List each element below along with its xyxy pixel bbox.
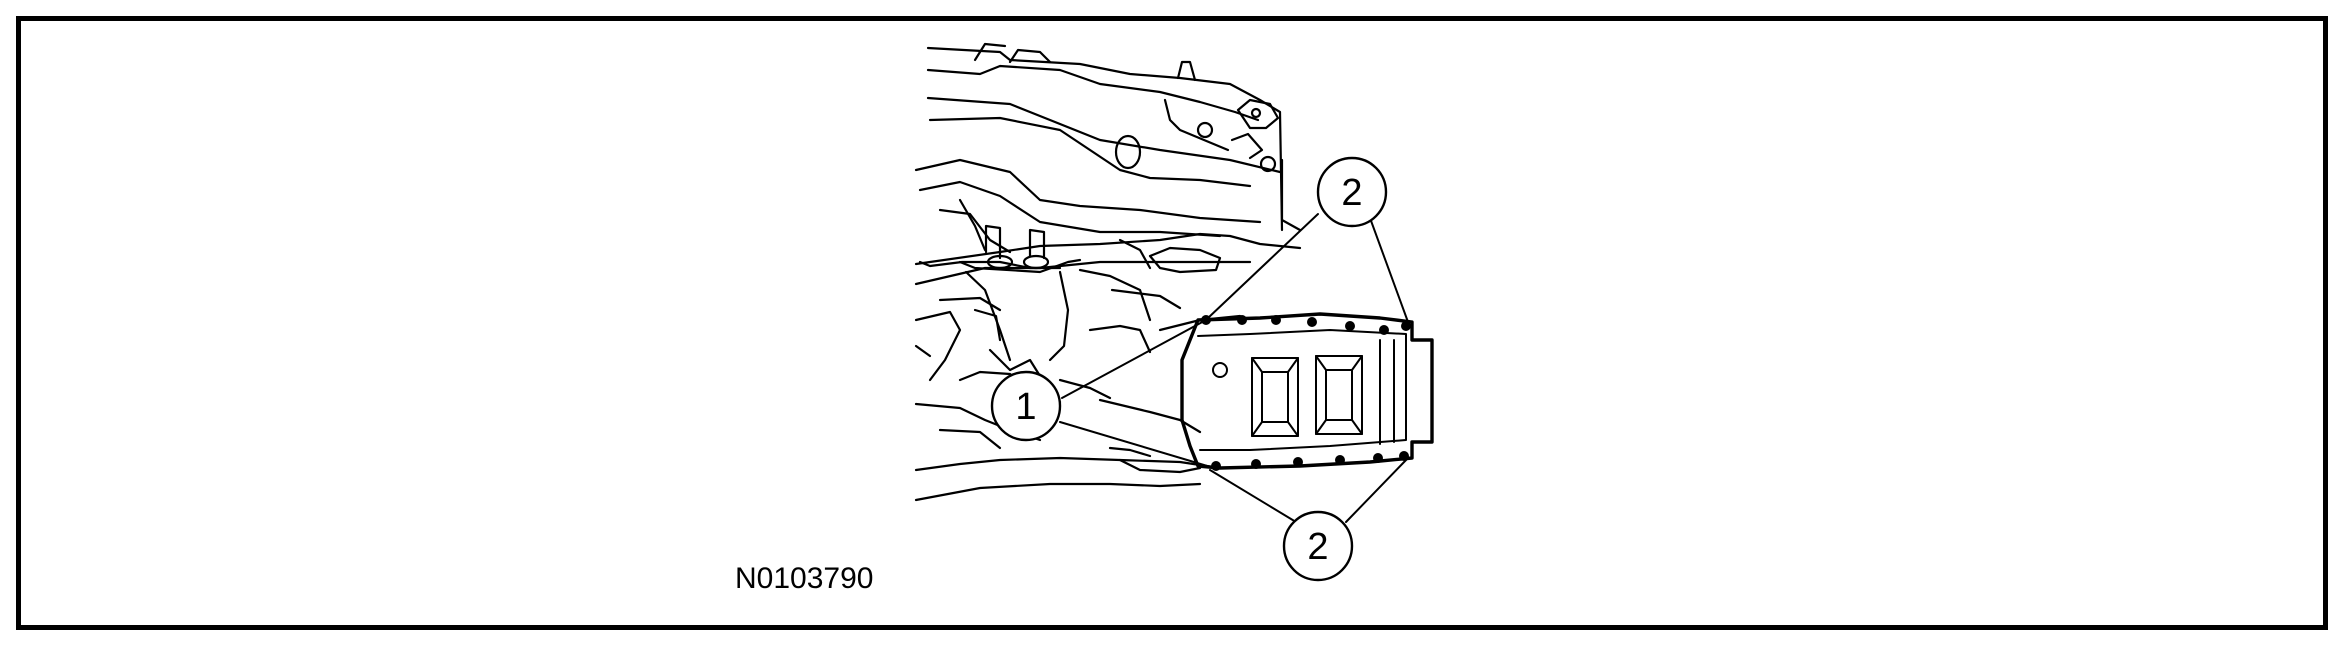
callout-1-number: 1 [1015, 386, 1036, 428]
leader-line-2a-right [1369, 217, 1409, 323]
figure-frame [16, 16, 2328, 630]
leader-lines [1059, 213, 1409, 523]
callout-1: 1 [990, 370, 1062, 442]
callout-2-top-number: 2 [1341, 172, 1362, 214]
leader-line-2b-right [1345, 457, 1409, 523]
callout-2-top: 2 [1316, 156, 1388, 228]
bracket-plate-details [1197, 329, 1407, 451]
figure-id: N0103790 [735, 562, 874, 595]
leader-line-1-lower [1059, 421, 1215, 469]
leader-line-2a-left [1207, 213, 1319, 319]
bracket-plate [1180, 312, 1434, 470]
callout-2-bottom-number: 2 [1307, 526, 1328, 568]
leader-line-2b-left [1209, 469, 1297, 523]
bolt-holes [1201, 315, 1411, 471]
vehicle-structure-lines [914, 42, 1302, 502]
callout-2-bottom: 2 [1282, 510, 1354, 582]
leader-line-1-upper [1061, 319, 1207, 399]
